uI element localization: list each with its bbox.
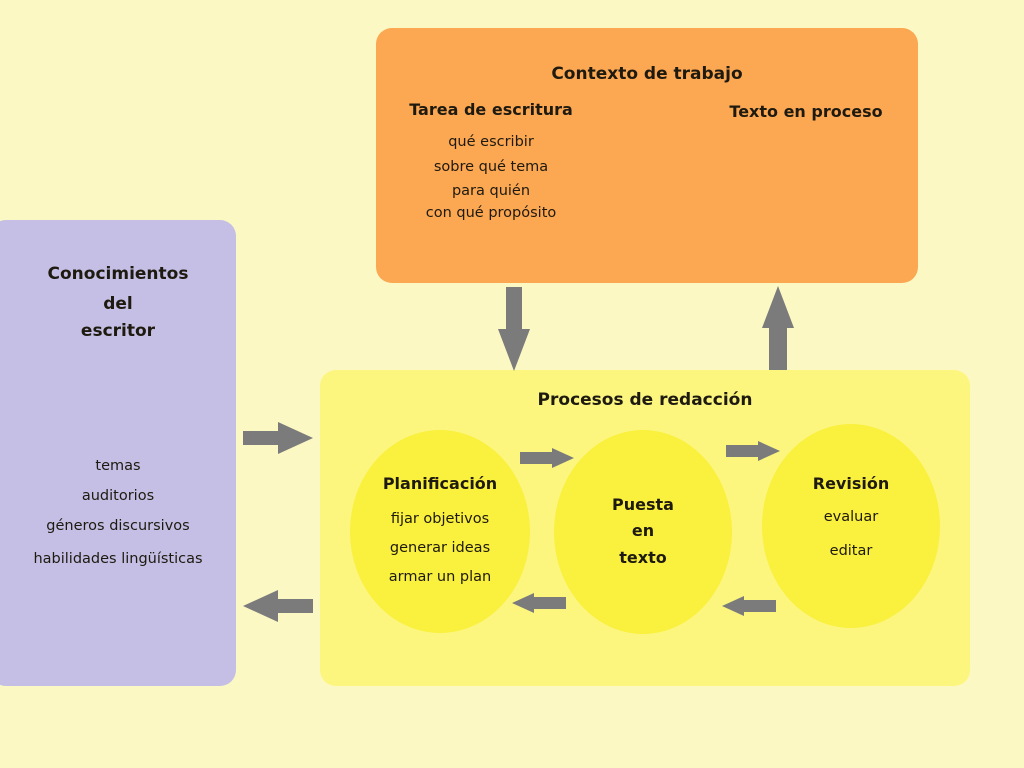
drafting-ellipse: Puesta en texto bbox=[554, 430, 732, 634]
up-arrow-icon bbox=[762, 286, 794, 370]
processes-title: Procesos de redacción bbox=[537, 390, 753, 410]
knowledge-title-line: del bbox=[103, 294, 133, 314]
right-arrow-icon bbox=[243, 422, 313, 454]
text-in-progress-title: Texto en proceso bbox=[729, 102, 883, 121]
left-arrow-icon bbox=[512, 593, 566, 613]
work-context-box: Contexto de trabajo Tarea de escritura T… bbox=[376, 28, 918, 283]
task-item: con qué propósito bbox=[425, 205, 557, 221]
drafting-title-line: texto bbox=[619, 548, 667, 567]
writer-knowledge-box: Conocimientos del escritor temas auditor… bbox=[0, 220, 236, 686]
planning-title: Planificación bbox=[382, 474, 498, 493]
left-arrow-icon bbox=[722, 596, 776, 616]
knowledge-title-line: escritor bbox=[80, 321, 156, 341]
planning-item: fijar objetivos bbox=[390, 511, 490, 527]
writing-processes-box: Procesos de redacción Planificación fija… bbox=[320, 370, 970, 686]
drafting-title-line: en bbox=[631, 521, 655, 540]
planning-item: armar un plan bbox=[388, 569, 492, 585]
right-arrow-icon bbox=[726, 441, 780, 461]
task-item: para quién bbox=[451, 183, 531, 199]
planning-item: generar ideas bbox=[389, 540, 491, 556]
task-item: sobre qué tema bbox=[433, 159, 549, 175]
knowledge-title-line: Conocimientos bbox=[47, 264, 189, 284]
knowledge-item: habilidades lingüísticas bbox=[33, 551, 203, 567]
revision-title: Revisión bbox=[812, 474, 890, 493]
right-arrow-icon bbox=[520, 448, 574, 468]
writing-task-title: Tarea de escritura bbox=[409, 100, 573, 119]
down-arrow-icon bbox=[498, 287, 530, 371]
task-item: qué escribir bbox=[448, 134, 534, 150]
work-context-title: Contexto de trabajo bbox=[551, 64, 743, 84]
drafting-title-line: Puesta bbox=[612, 495, 674, 514]
planning-ellipse: Planificación fijar objetivos generar id… bbox=[350, 430, 530, 633]
revision-item: evaluar bbox=[823, 509, 879, 525]
left-arrow-icon bbox=[243, 590, 313, 622]
knowledge-item: géneros discursivos bbox=[46, 518, 190, 534]
revision-item: editar bbox=[829, 543, 873, 559]
knowledge-item: auditorios bbox=[81, 488, 155, 504]
knowledge-item: temas bbox=[95, 458, 141, 474]
revision-ellipse: Revisión evaluar editar bbox=[762, 424, 940, 628]
